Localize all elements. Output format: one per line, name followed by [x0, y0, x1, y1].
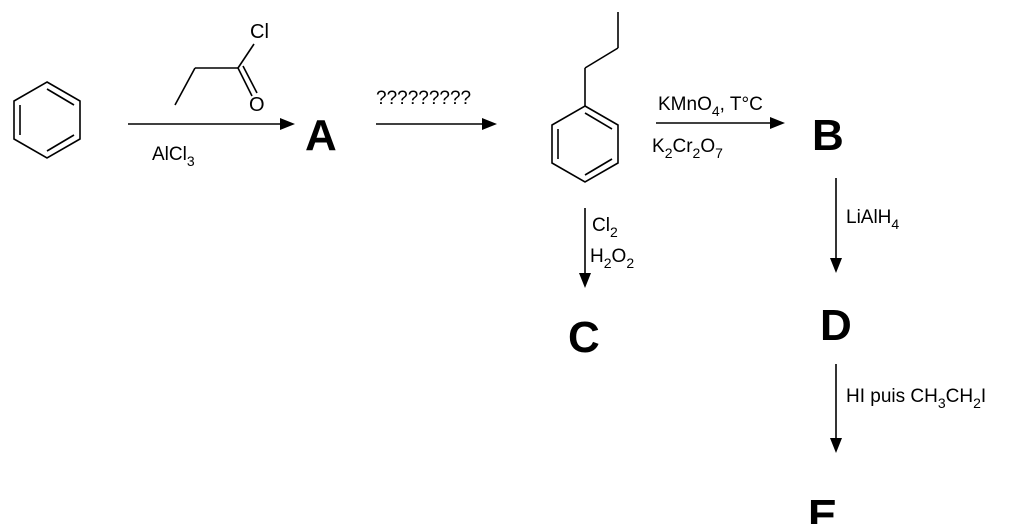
arrow-step1 — [128, 118, 295, 130]
reagent-h2o2: H2O2 — [590, 246, 634, 271]
arrow-step6 — [830, 364, 842, 453]
compound-c-label: C — [568, 313, 600, 362]
reagent-unknown: ????????? — [376, 88, 471, 109]
arrow-step3 — [656, 117, 785, 129]
oxygen-atom-label: O — [249, 94, 265, 116]
compound-e-label: E — [808, 491, 837, 524]
reagent-lialh4: LiAlH4 — [846, 207, 899, 232]
arrow-step2 — [376, 118, 497, 130]
propanoyl-chloride-structure: Cl O — [174, 21, 269, 116]
reagent-hi-ethyl-iodide: HI puis CH3CH2I — [846, 386, 986, 411]
compound-b-label: B — [812, 111, 844, 160]
reagent-kmno4: KMnO4, T°C — [658, 94, 763, 119]
compound-a-label: A — [305, 111, 337, 160]
benzene-structure — [13, 81, 81, 159]
chlorine-atom-label: Cl — [250, 21, 269, 43]
arrow-step4 — [579, 208, 591, 288]
reagent-cl2: Cl2 — [592, 215, 618, 240]
reagent-alcl3: AlCl3 — [152, 144, 195, 169]
reagent-k2cr2o7: K2Cr2O7 — [652, 136, 723, 161]
compound-d-label: D — [820, 301, 852, 350]
propylbenzene-structure — [551, 12, 619, 183]
arrow-step5 — [830, 178, 842, 273]
